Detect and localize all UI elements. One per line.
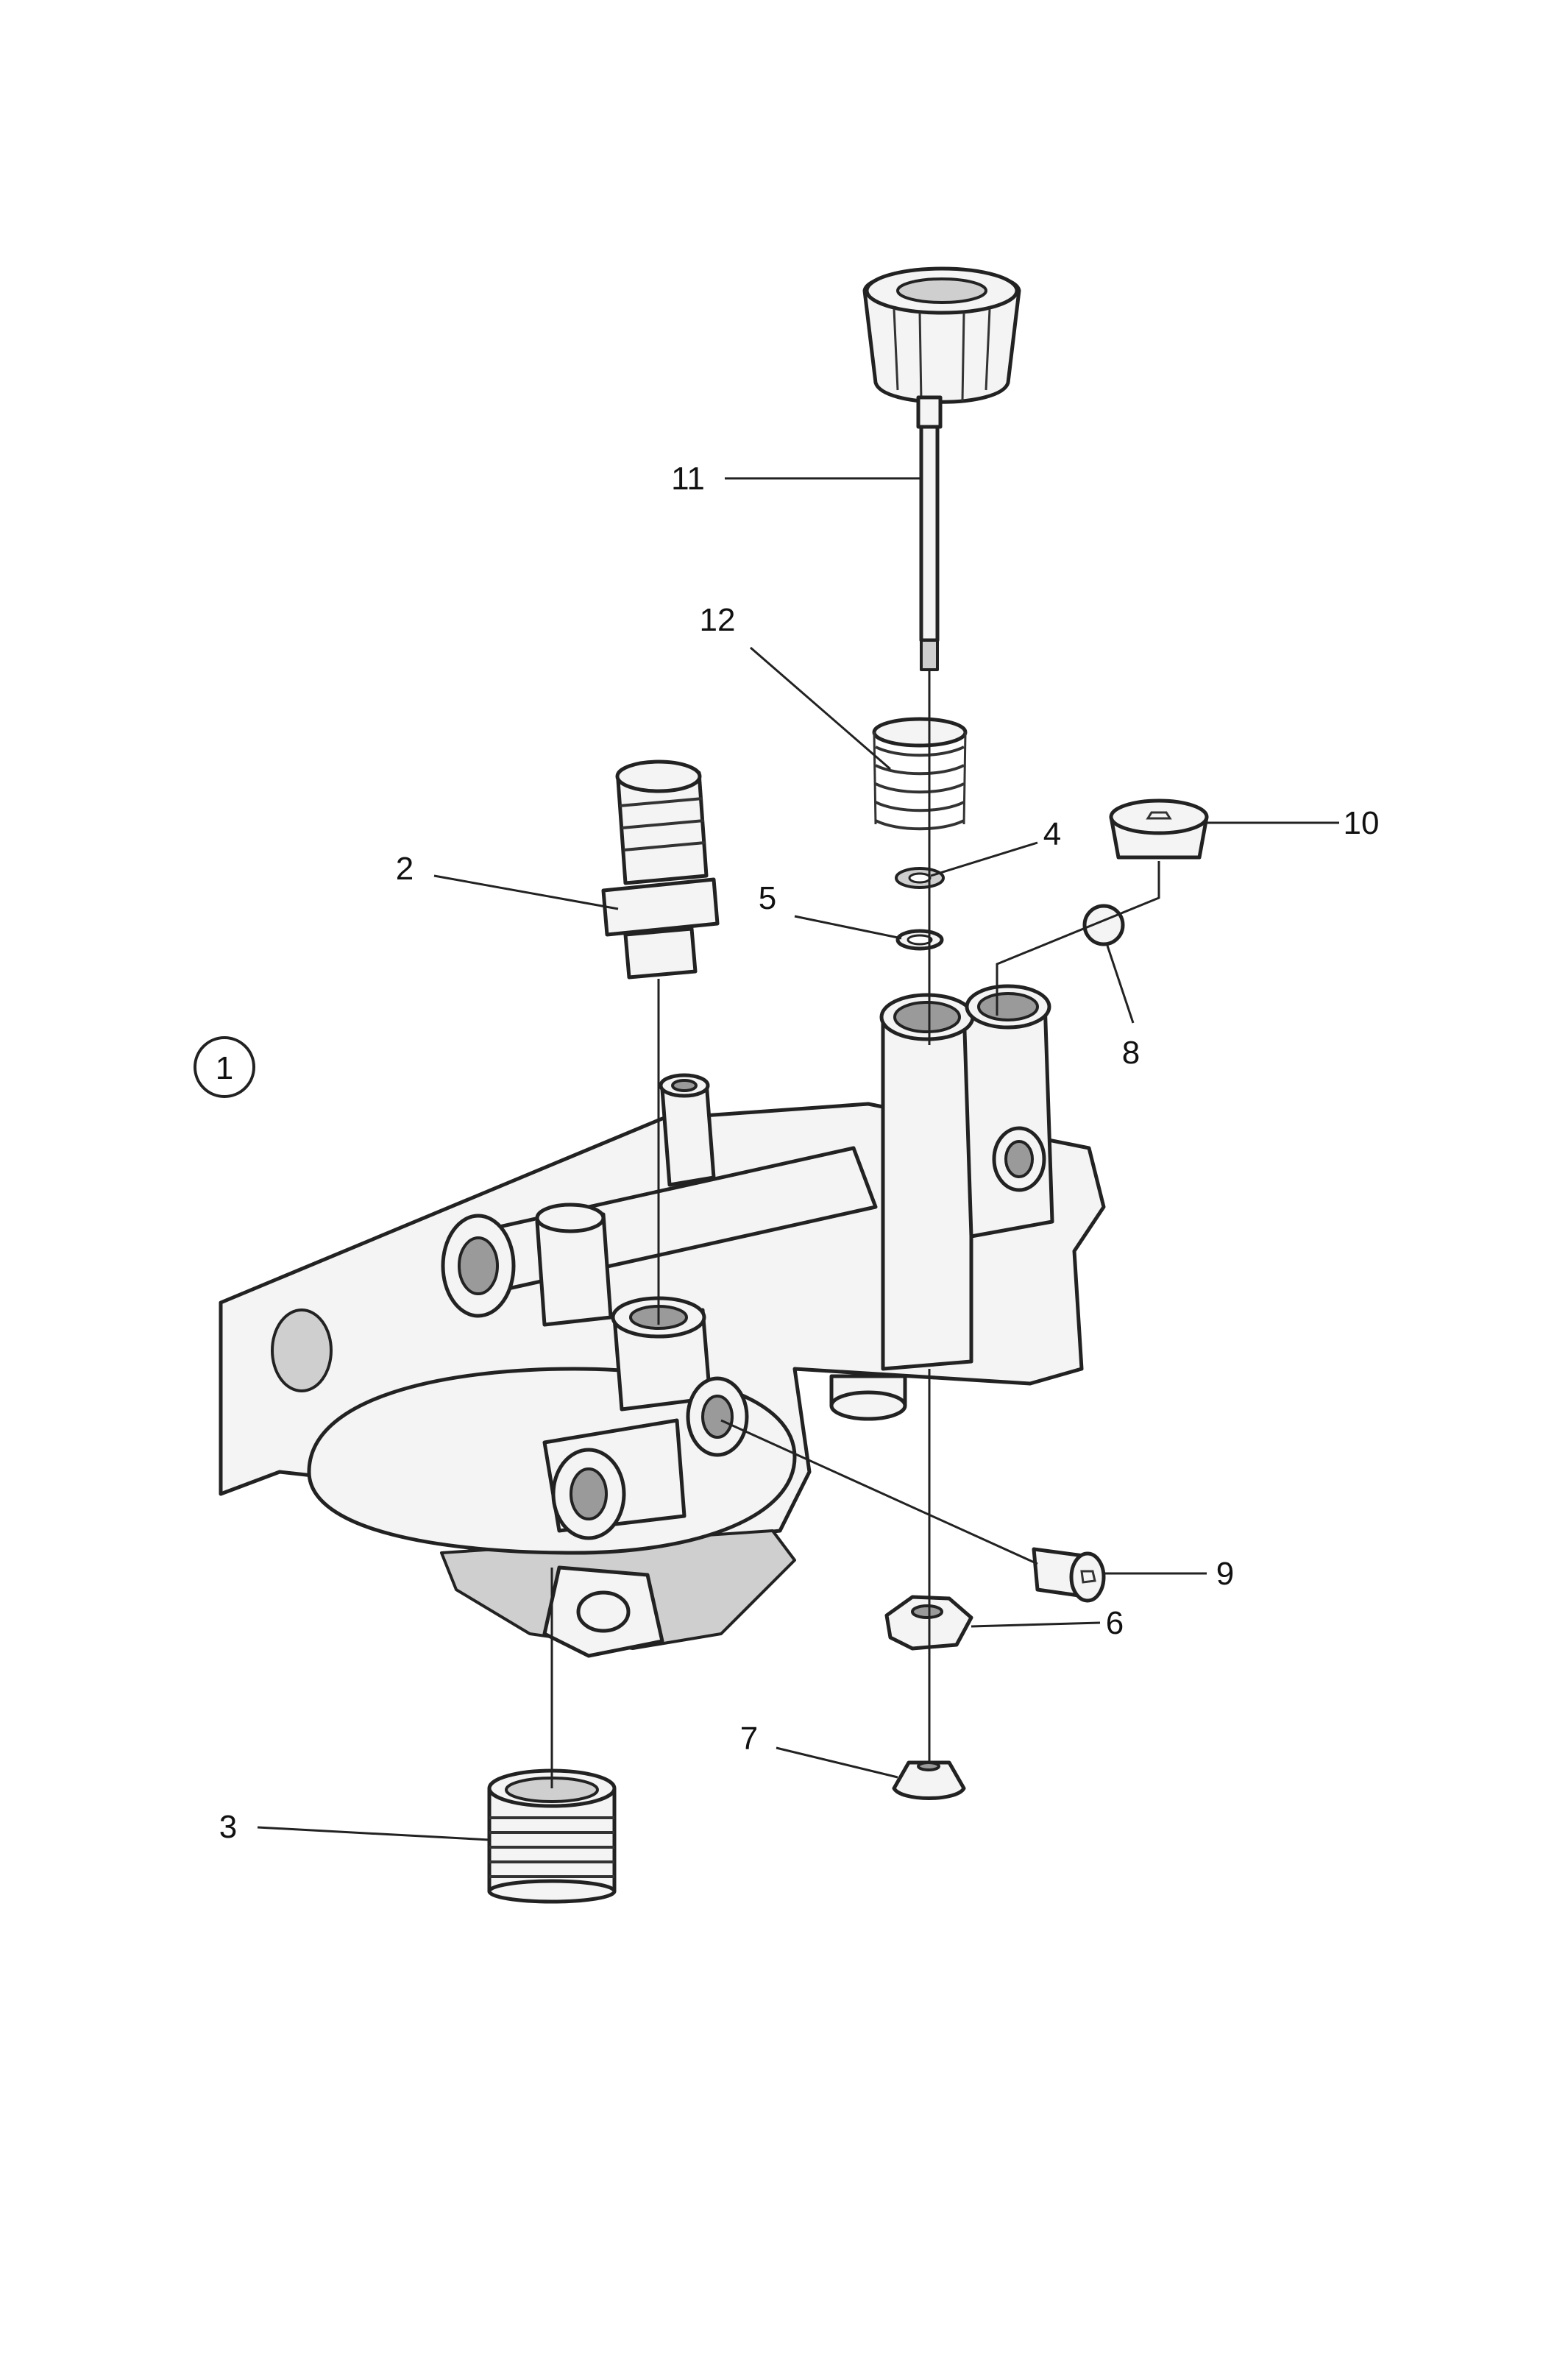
callout-4: 4 — [1043, 816, 1061, 852]
part-12-spring — [872, 717, 968, 831]
part-5-o-ring — [895, 929, 944, 951]
assembly-callout: 1 — [194, 1036, 255, 1098]
callout-3: 3 — [219, 1809, 237, 1845]
part-9-plug — [1032, 1547, 1106, 1603]
callout-2: 2 — [396, 851, 414, 887]
filter-housing-body — [219, 984, 1106, 1658]
callout-10: 10 — [1344, 805, 1380, 841]
callout-11: 11 — [671, 461, 705, 497]
part-3-nipple — [487, 1768, 617, 1904]
assembly-axes — [550, 670, 1160, 1788]
callout-8: 8 — [1122, 1035, 1140, 1071]
part-2-sensor — [601, 759, 720, 980]
callout-labels: 11 12 2 4 5 10 8 9 6 7 3 — [219, 461, 1380, 1845]
callout-9: 9 — [1216, 1556, 1234, 1592]
assembly-callout-label: 1 — [216, 1050, 233, 1086]
part-4-washer — [895, 867, 945, 889]
callout-12: 12 — [700, 602, 736, 638]
part-11-knob-rod — [862, 266, 1021, 671]
callout-leaders — [257, 477, 1339, 1841]
part-7-cap — [892, 1760, 966, 1800]
callout-7: 7 — [740, 1721, 758, 1757]
callout-6: 6 — [1106, 1605, 1124, 1641]
callout-5: 5 — [759, 880, 776, 916]
part-10-plug — [1109, 798, 1209, 860]
